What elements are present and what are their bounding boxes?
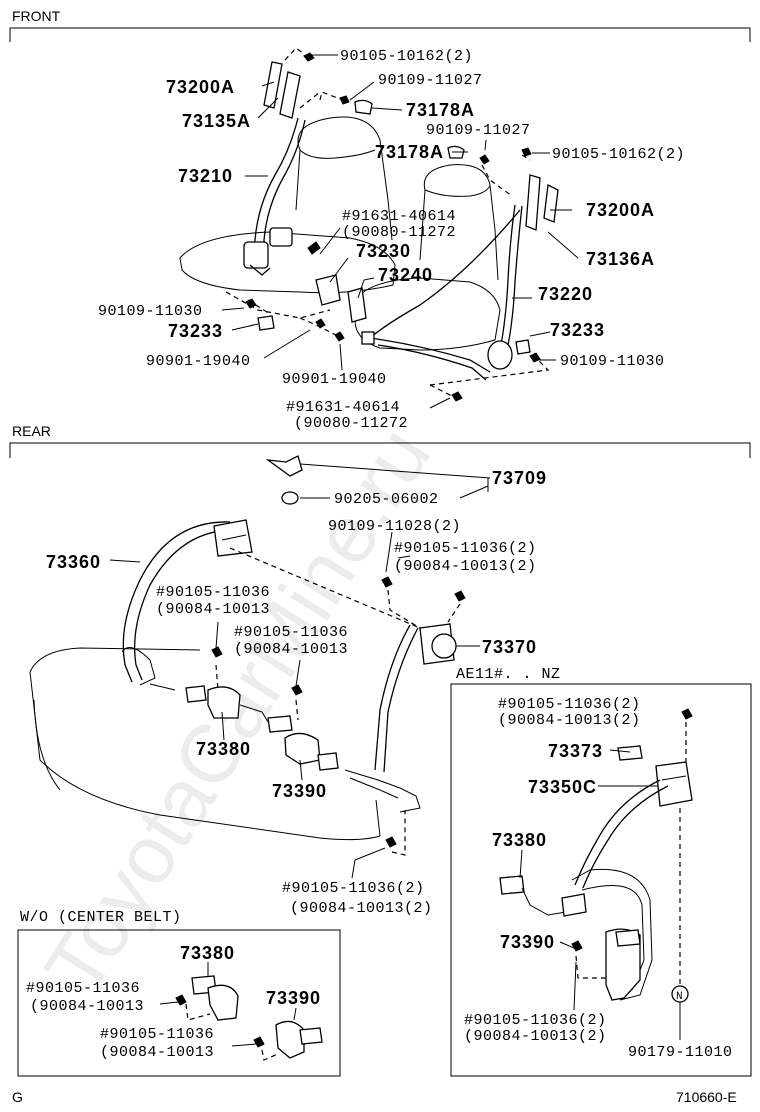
label-90109-11030-right: 90109-11030: [560, 353, 665, 370]
label-73135A: 73135A: [182, 111, 251, 131]
label-90109-11030-left: 90109-11030: [98, 303, 203, 320]
label-90084-10013-variant: (90084-10013(2): [498, 712, 641, 729]
label-73178A-top: 73178A: [406, 100, 475, 120]
section-front-title: FRONT: [12, 8, 61, 24]
label-90084-10013-rear-b: (90084-10013: [156, 601, 270, 618]
label-90080-11272-bottom: (90080-11272: [294, 415, 408, 432]
label-90109-11027-mid: 90109-11027: [426, 122, 531, 139]
variant-title: AE11#. . NZ: [456, 666, 561, 683]
front-frame: [9, 27, 751, 42]
label-73210: 73210: [178, 166, 233, 186]
label-90109-11028: 90109-11028(2): [328, 518, 461, 535]
label-90084-10013-wo-b: (90084-10013: [100, 1044, 214, 1061]
label-90084-10013-rear-a: (90084-10013(2): [394, 558, 537, 575]
wo-center-leader-lines: [159, 962, 297, 1047]
front-leader-lines: [221, 54, 579, 409]
label-73370: 73370: [482, 637, 537, 657]
label-73233-right: 73233: [550, 320, 605, 340]
label-90105-11036-rear-c: #90105-11036: [234, 624, 348, 641]
label-90109-11027-top: 90109-11027: [378, 72, 483, 89]
wo-center-drawing: [175, 975, 323, 1061]
label-90080-11272-top: (90080-11272: [342, 224, 456, 241]
label-90105-11036-rear-a: #90105-11036(2): [394, 540, 537, 557]
label-90084-10013-rear-d: (90084-10013(2): [290, 900, 433, 917]
label-73240: 73240: [378, 265, 433, 285]
footer-left: G: [12, 1089, 23, 1105]
variant-leader-lines: [519, 749, 681, 1040]
label-73380-rear: 73380: [196, 739, 251, 759]
label-73390-rear: 73390: [272, 781, 327, 801]
label-90105-11036-rear-d: #90105-11036(2): [282, 880, 425, 897]
label-73233-left: 73233: [168, 321, 223, 341]
footer-right: 710660-E: [676, 1089, 737, 1105]
label-90105-10162-top: 90105-10162(2): [340, 48, 473, 65]
wo-center-frame: [17, 929, 341, 1077]
label-73709: 73709: [492, 468, 547, 488]
rear-frame: [9, 442, 751, 458]
label-90105-11036-wo-b: #90105-11036: [100, 1026, 214, 1043]
label-73390-wo: 73390: [266, 988, 321, 1008]
label-90084-10013-variant-b: (90084-10013(2): [464, 1028, 607, 1045]
label-73220: 73220: [538, 284, 593, 304]
label-90084-10013-wo-a: (90084-10013: [30, 998, 144, 1015]
label-73136A: 73136A: [586, 249, 655, 269]
label-90179-11010: 90179-11010: [628, 1044, 733, 1061]
rear-seat-drawing: [29, 455, 466, 856]
label-73230: 73230: [356, 241, 411, 261]
label-90901-19040-center: 90901-19040: [282, 371, 387, 388]
label-73390-variant: 73390: [500, 932, 555, 952]
label-90901-19040-left: 90901-19040: [146, 353, 251, 370]
rear-leader-lines: [109, 463, 491, 879]
label-91631-40614-top: #91631-40614: [342, 208, 456, 225]
label-73200A-left: 73200A: [166, 77, 235, 97]
label-73380-wo: 73380: [180, 943, 235, 963]
label-73178A-mid: 73178A: [375, 142, 444, 162]
section-rear-title: REAR: [12, 423, 51, 439]
label-90105-11036-wo-a: #90105-11036: [26, 980, 140, 997]
label-73380-variant: 73380: [492, 830, 547, 850]
label-90205-06002: 90205-06002: [334, 491, 439, 508]
label-90084-10013-rear-c: (90084-10013: [234, 641, 348, 658]
marker-n-label: N: [676, 991, 683, 1003]
variant-frame: [450, 683, 752, 1077]
label-73200A-right: 73200A: [586, 200, 655, 220]
wo-center-title: W/O (CENTER BELT): [20, 909, 182, 926]
front-seat-drawing: [179, 47, 559, 402]
label-91631-40614-bottom: #91631-40614: [286, 399, 400, 416]
label-73350C: 73350C: [528, 777, 597, 797]
label-90105-11036-rear-b: #90105-11036: [156, 584, 270, 601]
label-73373: 73373: [548, 741, 603, 761]
label-90105-11036-variant-b: #90105-11036(2): [464, 1012, 607, 1029]
label-90105-11036-variant: #90105-11036(2): [498, 696, 641, 713]
label-73360: 73360: [46, 552, 101, 572]
variant-drawing: [499, 708, 693, 1003]
label-90105-10162-right: 90105-10162(2): [552, 146, 685, 163]
